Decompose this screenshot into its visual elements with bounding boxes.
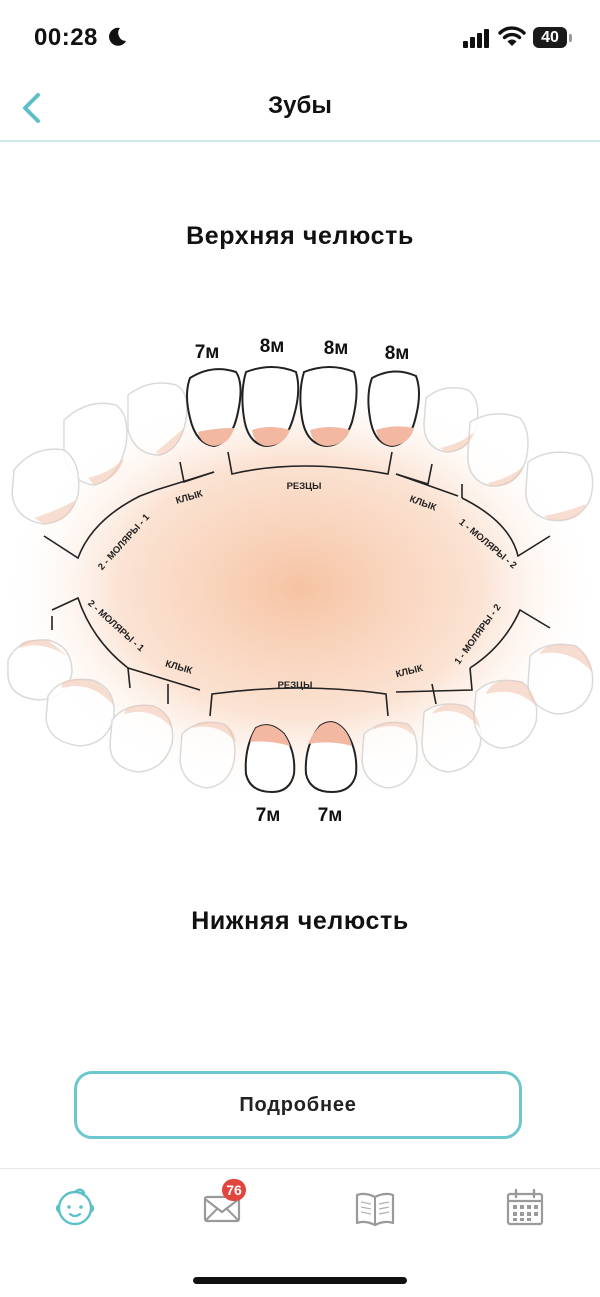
battery-icon: 40: [533, 27, 573, 49]
lower-age-label: 7м: [256, 805, 281, 826]
battery-level: 40: [541, 29, 559, 46]
upper-age-label: 8м: [324, 338, 349, 359]
messages-badge: 76: [222, 1179, 246, 1201]
page-title: Зубы: [268, 92, 332, 119]
calendar-icon: [506, 1188, 544, 1226]
lower-jaw-title: Нижняя челюсть: [191, 907, 409, 935]
upper-jaw-title: Верхняя челюсть: [186, 222, 414, 250]
tab-library[interactable]: [350, 1183, 400, 1233]
tab-child[interactable]: [51, 1183, 101, 1233]
tab-messages[interactable]: 76: [197, 1179, 247, 1233]
back-chevron-icon: [23, 93, 40, 123]
tooth-lower-right-canine: [421, 703, 482, 773]
tooth-upper-right-molar1: [525, 451, 594, 522]
status-bar: 00:28 40: [0, 0, 600, 76]
teeth-diagram: 7м 8м 8м 8м РЕЗЦЫ КЛЫК КЛЫК 1 - МОЛЯРЫ -…: [0, 336, 600, 826]
envelope-icon: [203, 1195, 241, 1223]
lower-incisors-label: РЕЗЦЫ: [278, 680, 313, 691]
upper-brackets: [43, 451, 551, 560]
upper-age-label: 8м: [385, 343, 410, 364]
lower-back-teeth: [7, 639, 594, 789]
upper-incisors-label: РЕЗЦЫ: [287, 481, 322, 492]
upper-age-label: 8м: [260, 336, 285, 357]
home-indicator: [193, 1277, 407, 1284]
status-time: 00:28: [34, 24, 98, 51]
back-button[interactable]: [14, 86, 54, 130]
tooth-lower-right-molar1: [473, 679, 538, 749]
tooth-lower-right-lateral: [361, 721, 418, 789]
more-details-button[interactable]: Подробнее: [74, 1071, 522, 1139]
tooth-upper-left-lateral: [127, 382, 188, 456]
tooth-upper-left-molar1: [11, 448, 80, 525]
tab-calendar[interactable]: [500, 1183, 550, 1233]
wifi-icon: [498, 26, 526, 46]
upper-back-teeth: [11, 382, 594, 525]
signal-icon: [463, 29, 489, 48]
lower-age-label: 7м: [318, 805, 343, 826]
moon-icon: [109, 27, 126, 46]
book-icon: [355, 1192, 395, 1227]
tooth-upper-right-canine: [467, 413, 529, 487]
gum-glow: [0, 373, 600, 803]
upper-age-label: 7м: [195, 342, 220, 363]
lower-brackets: [51, 596, 551, 717]
tab-bar: 76: [0, 1168, 600, 1249]
nav-bar: Зубы: [0, 76, 600, 142]
baby-face-icon: [55, 1188, 95, 1226]
